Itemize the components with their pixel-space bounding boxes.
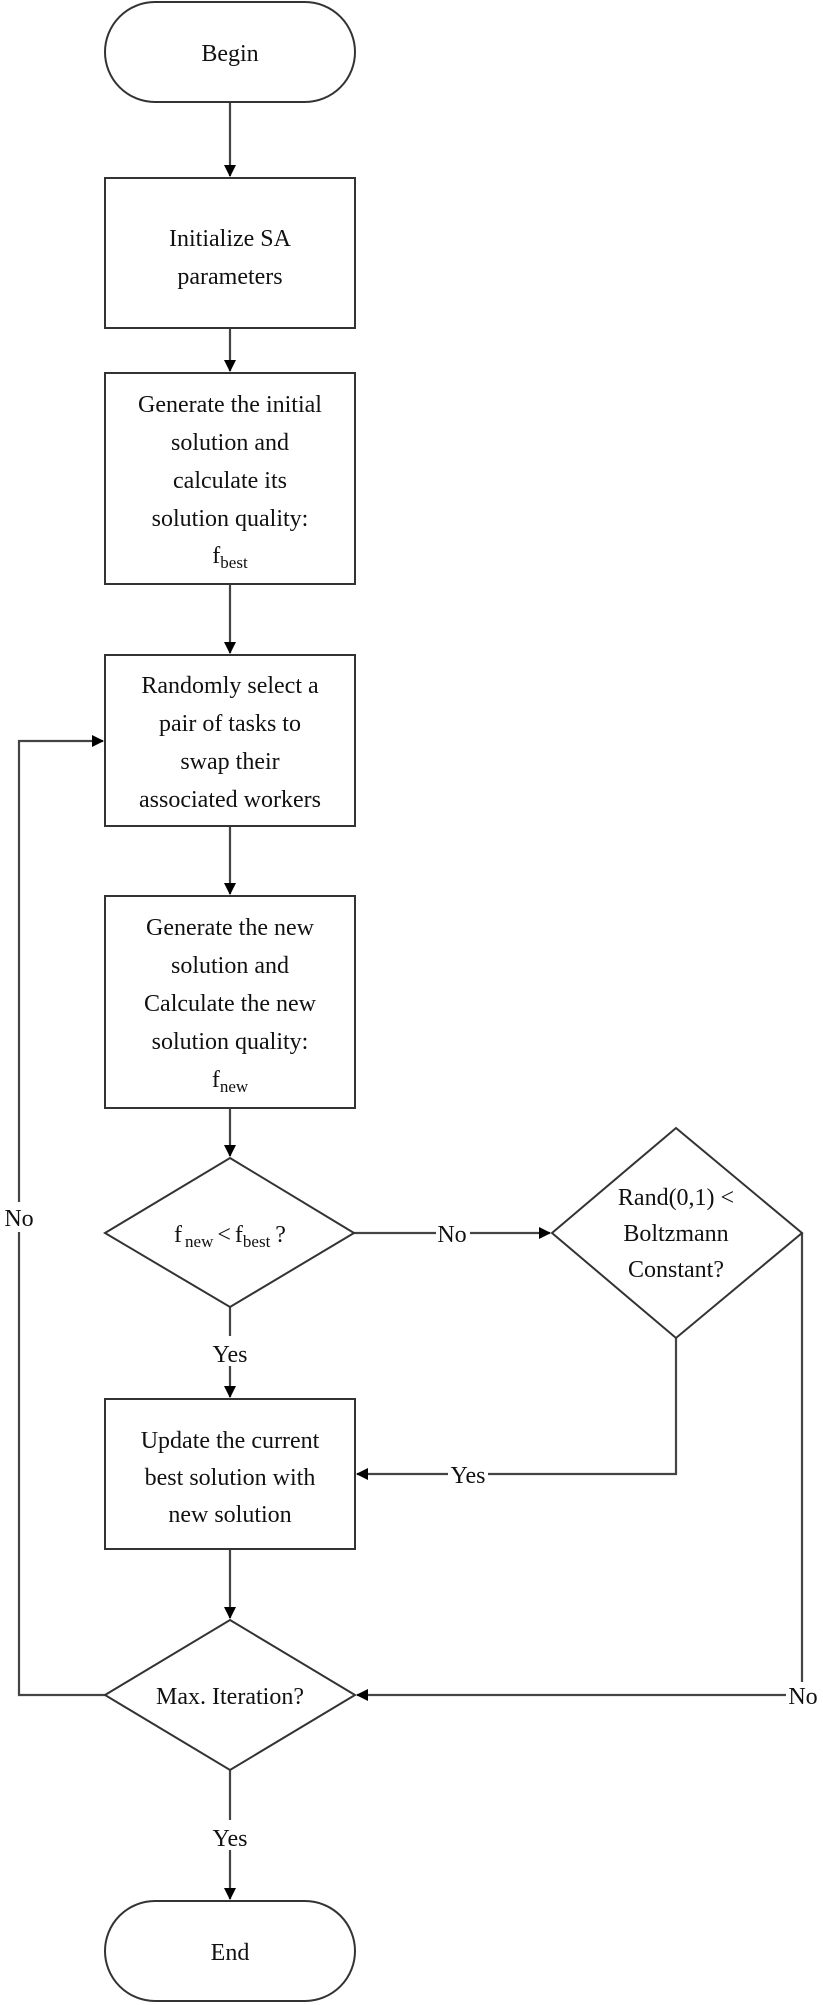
node-update: Update the current best solution with ne… — [104, 1398, 356, 1550]
end-label: End — [211, 1940, 250, 1966]
label-compare-no: No — [437, 1222, 466, 1248]
swap-line-2: pair of tasks to — [159, 711, 301, 737]
swap-line-1: Randomly select a — [141, 673, 319, 699]
label-maxiter-no: No — [4, 1206, 33, 1232]
boltzmann-line-1: Rand(0,1) < — [618, 1185, 734, 1211]
update-line-2: best solution with — [145, 1465, 316, 1491]
gen-initial-formula: fbest — [212, 543, 248, 572]
boltzmann-line-3: Constant? — [628, 1257, 724, 1283]
gen-new-formula: fnew — [212, 1067, 249, 1096]
node-boltzmann: Rand(0,1) < Boltzmann Constant? — [550, 1126, 804, 1340]
node-gen-new: Generate the new solution and Calculate … — [104, 895, 356, 1109]
gen-new-line-3: Calculate the new — [144, 991, 317, 1017]
node-gen-initial: Generate the initial solution and calcul… — [104, 372, 356, 585]
gen-new-line-1: Generate the new — [146, 915, 315, 941]
swap-line-4: associated workers — [139, 787, 321, 813]
node-init: Initialize SA parameters — [104, 177, 356, 329]
boltzmann-line-2: Boltzmann — [623, 1221, 728, 1247]
gen-initial-line-2: solution and — [171, 430, 289, 456]
node-end: End — [104, 1900, 356, 2002]
gen-new-line-4: solution quality: — [152, 1029, 309, 1055]
node-swap: Randomly select a pair of tasks to swap … — [104, 654, 356, 827]
node-max-iter: Max. Iteration? — [103, 1618, 357, 1772]
begin-label: Begin — [201, 41, 258, 67]
node-begin: Begin — [104, 1, 356, 103]
swap-line-3: swap their — [180, 749, 279, 775]
init-line-1: Initialize SA — [169, 226, 292, 252]
label-compare-yes: Yes — [213, 1342, 248, 1368]
label-maxiter-yes: Yes — [213, 1826, 248, 1852]
gen-initial-line-4: solution quality: — [152, 506, 309, 532]
max-iter-label: Max. Iteration? — [156, 1684, 304, 1710]
edge-boltzmann-maxiter-no — [356, 1233, 804, 1701]
edge-labels: Yes No Yes No No Yes — [2, 1202, 820, 1852]
update-line-1: Update the current — [141, 1428, 320, 1454]
label-boltzmann-yes: Yes — [451, 1463, 486, 1489]
gen-initial-line-1: Generate the initial — [138, 392, 322, 418]
init-line-2: parameters — [177, 264, 282, 290]
label-boltzmann-no: No — [788, 1684, 817, 1710]
edge-boltzmann-update-yes — [356, 1338, 678, 1480]
gen-initial-line-3: calculate its — [173, 468, 287, 494]
gen-new-line-2: solution and — [171, 953, 289, 979]
update-line-3: new solution — [168, 1502, 291, 1528]
